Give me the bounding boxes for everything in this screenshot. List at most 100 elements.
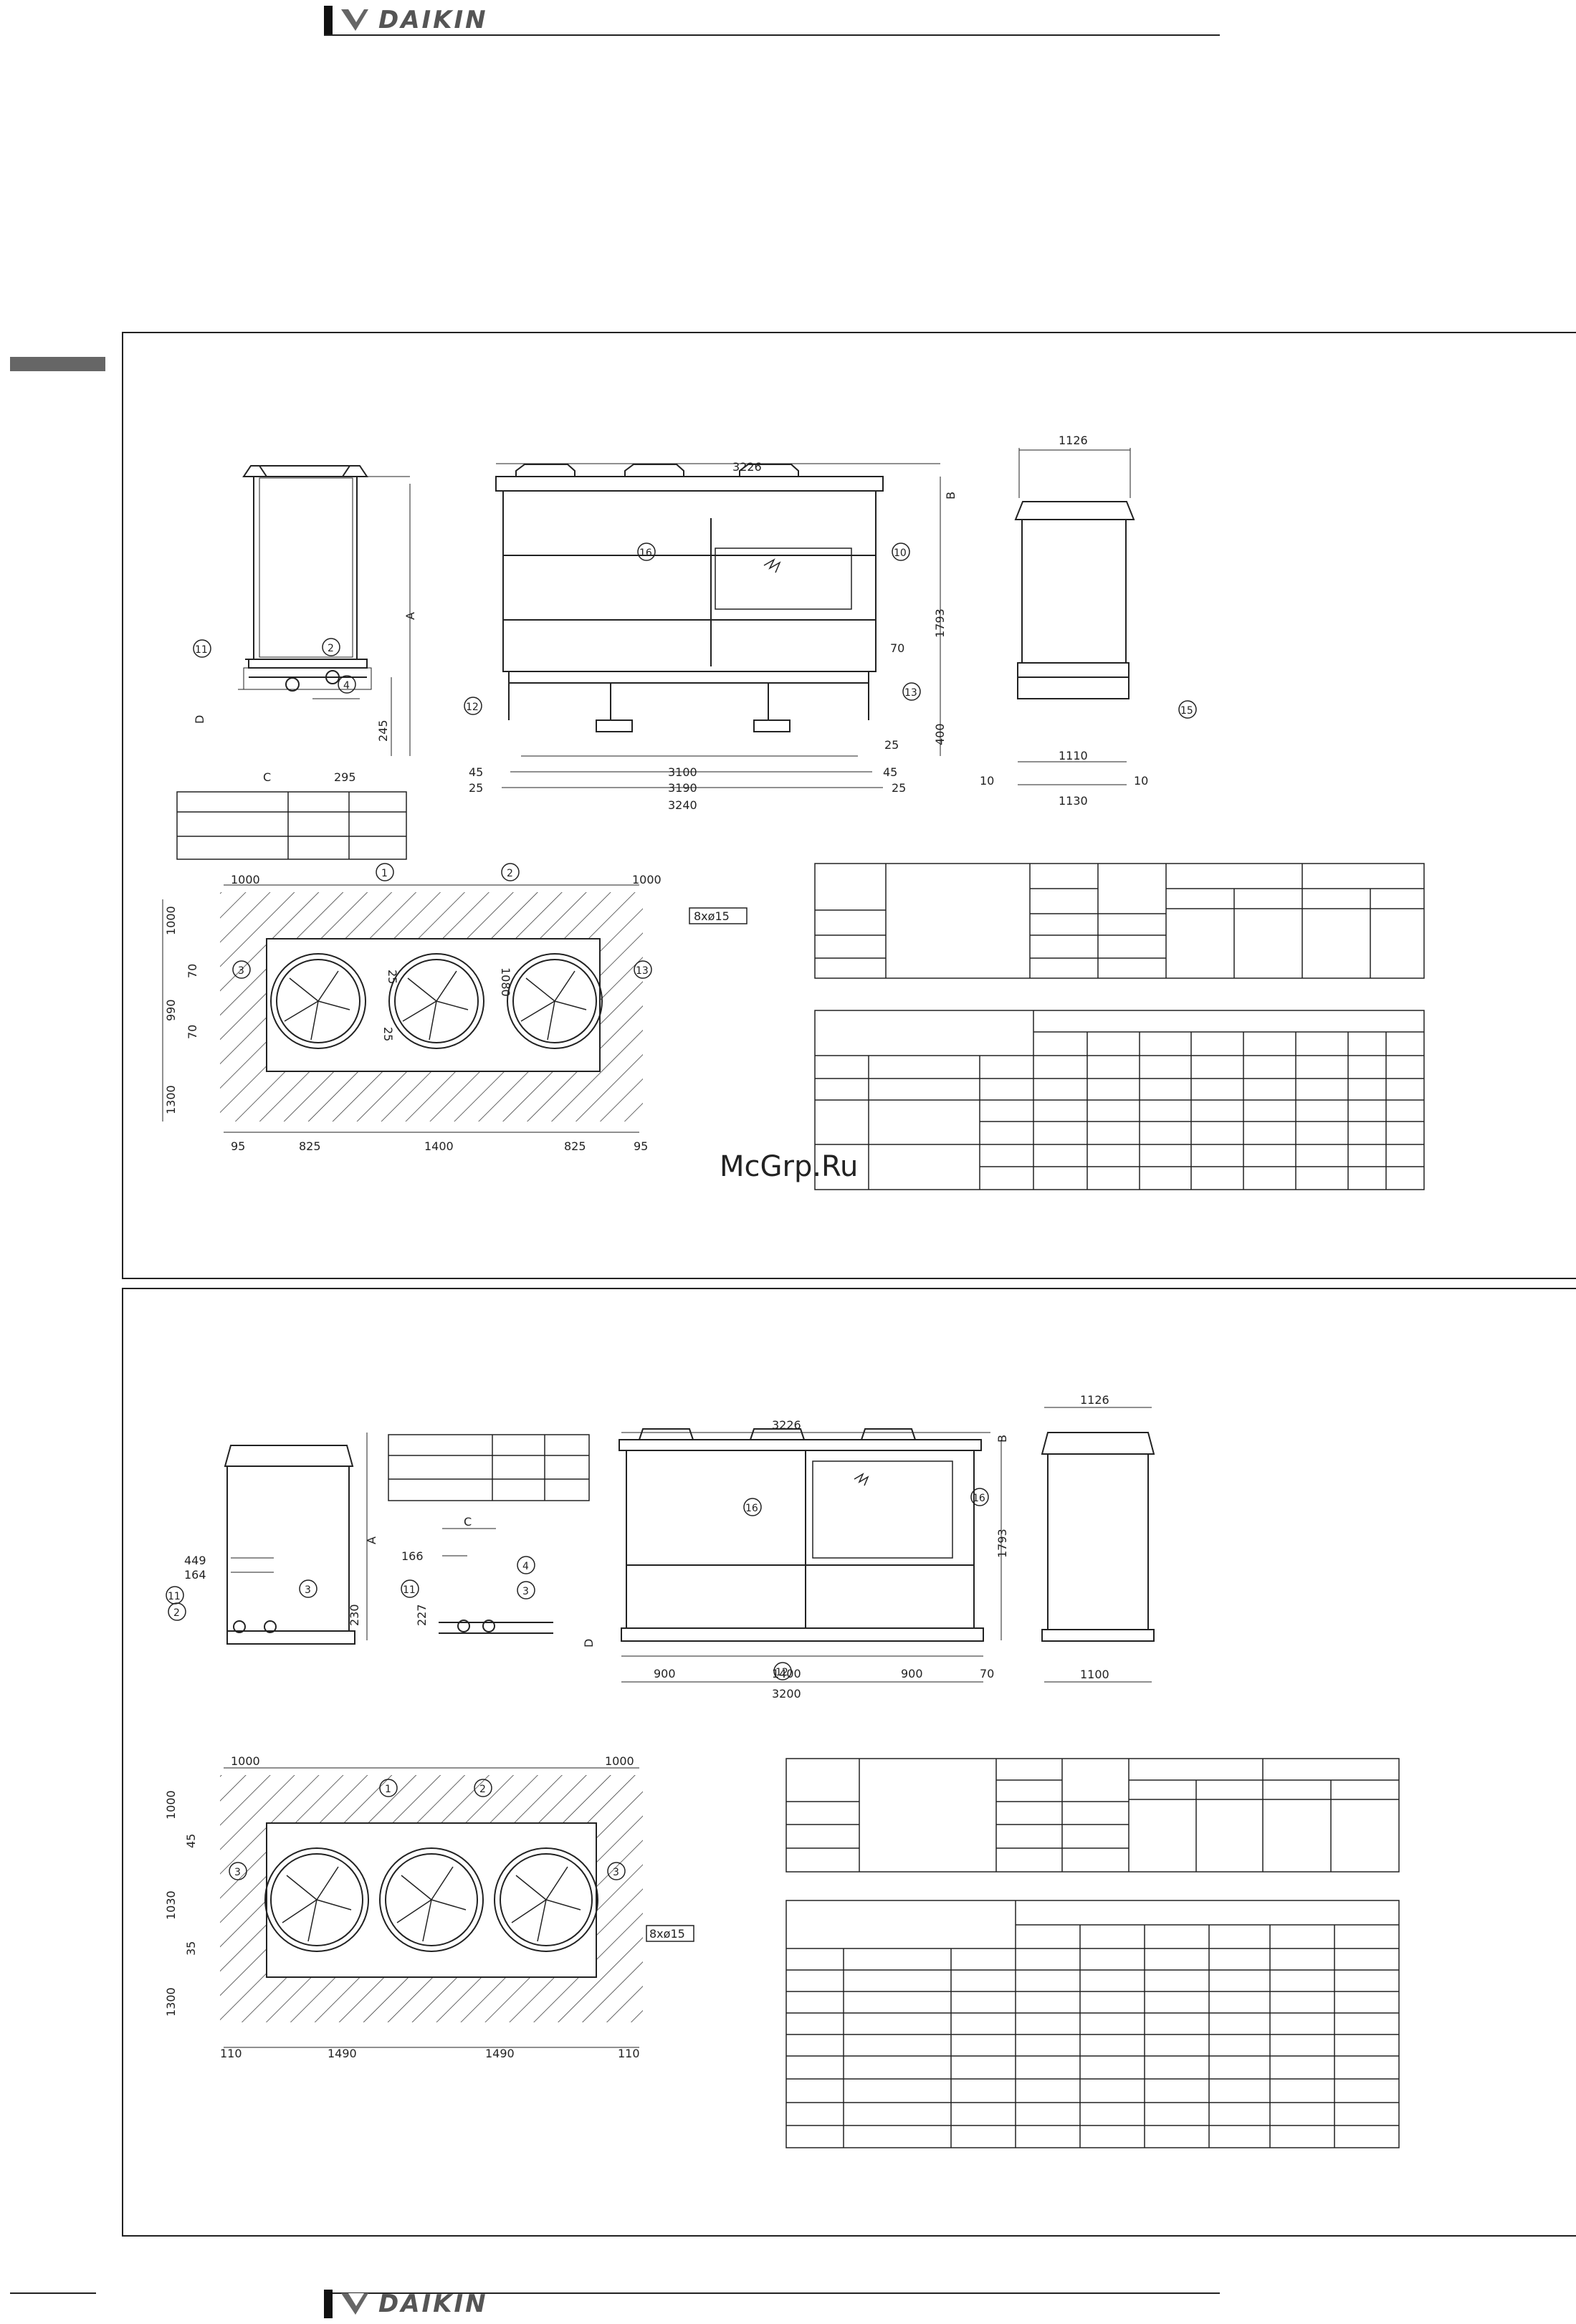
drawing-panel-1: A D C 295 245 3226 B 1793 400 70 25 [122,332,1576,1279]
dim-side-245: 245 [376,719,390,742]
spec-table-1b [814,1010,1425,1190]
dim2-plan-v45: 45 [184,1834,198,1848]
callout2-3: 3 [305,1584,311,1596]
dim2-plan-v1030: 1030 [164,1890,178,1920]
watermark: McGrp.Ru [720,1150,859,1183]
spec-table-2a [785,1758,1400,1873]
front-view-2 [619,1428,1002,1683]
dim2-front-900b: 900 [901,1667,923,1680]
callout-16: 16 [639,547,652,559]
dim-plan-v25a: 25 [386,970,399,984]
dim-plan-v990: 990 [164,999,178,1021]
dim2-front-900a: 900 [654,1667,676,1680]
callout2-1: 1 [385,1784,391,1795]
callout2-16: 16 [745,1503,758,1514]
drawing-2-svg: A 449 164 230 C 166 227 D 3226 B 1793 [164,1393,1400,2148]
callout-1: 1 [381,868,388,879]
dim2-166: 166 [401,1549,424,1563]
side-view-2 [224,1433,368,1645]
dim2-plan-v1300: 1300 [164,1987,178,2017]
plan-view-2 [220,1767,643,2048]
dim-front-b: B [944,492,957,499]
side-table-2 [388,1434,590,1501]
holes-note-box-1 [689,907,748,924]
callout-2: 2 [328,643,334,654]
dim-plan-v1000: 1000 [164,906,178,935]
dim-front-70: 70 [890,641,904,655]
dim2-front-1400: 1400 [772,1667,801,1680]
logo-bar-footer [324,2290,333,2318]
dim-front-45a: 45 [469,765,483,779]
section-tab [10,357,105,371]
drawing-panel-2: A 449 164 230 C 166 227 D 3226 B 1793 [122,1288,1576,2237]
dim-front-3240: 3240 [668,798,697,812]
callout2-3b: 3 [522,1586,529,1597]
callout2-3d: 3 [613,1867,619,1878]
dim-front-400: 400 [933,723,947,745]
dim-plan-1400: 1400 [424,1139,454,1153]
dim2-plan-holes: 8xø15 [649,1927,685,1941]
dim2-side-230: 230 [348,1604,361,1626]
callout-15: 15 [1180,705,1193,717]
dim-side-c: C [263,770,271,784]
callout2-2b: 2 [479,1784,486,1795]
dim-front-3226: 3226 [732,460,762,474]
dim2-side-a: A [365,1536,378,1544]
dim-plan-v1080: 1080 [499,967,512,997]
callout-2b: 2 [507,868,513,879]
connection-detail-2 [439,1528,553,1634]
callout2-16b: 16 [973,1493,985,1504]
holes-note-box-2 [646,1925,694,1942]
spec-table-2b [785,1900,1400,2148]
dim-front-25: 25 [884,738,899,752]
dim2-plan-v35: 35 [184,1941,198,1956]
dim-plan-v1300: 1300 [164,1085,178,1114]
callout2-3c: 3 [234,1867,241,1878]
dim-right-10a: 10 [980,774,994,788]
plan-view-1 [162,884,643,1133]
dim2-plan-1000a: 1000 [231,1754,260,1768]
dim-side-d: D [193,715,206,724]
callout-12: 12 [466,702,479,713]
dim-right-10b: 10 [1134,774,1148,788]
callout2-4: 4 [522,1561,529,1572]
dim2-c: C [464,1515,472,1529]
brand-name: DAIKIN [378,6,488,34]
dim2-front-b: B [995,1435,1009,1443]
dim2-plan-1490b: 1490 [485,2047,515,2060]
dim-side-a: A [403,612,417,620]
dim2-plan-v1000: 1000 [164,1790,178,1819]
dim-plan-1000a: 1000 [231,873,260,886]
dim2-227: 227 [415,1604,429,1626]
brand-name-footer: DAIKIN [378,2290,488,2318]
dim2-side-164: 164 [184,1568,206,1582]
side-table-1 [176,791,407,860]
dim2-side-449: 449 [184,1554,206,1567]
dim-right-1130: 1130 [1059,794,1088,808]
dim2-plan-1490a: 1490 [328,2047,357,2060]
callouts-1 [193,542,1197,979]
right-view-1 [1014,448,1135,785]
dim-right-1110: 1110 [1059,749,1088,762]
dim-front-1793: 1793 [933,608,947,638]
callout-13b: 13 [636,965,649,977]
callout-11: 11 [195,644,208,656]
dim-plan-holes: 8xø15 [694,909,730,923]
callout-4: 4 [343,680,350,692]
drawing-1-svg: A D C 295 245 3226 B 1793 400 70 25 [162,434,1425,1190]
dim-front-3100: 3100 [668,765,697,779]
dim-right-1126: 1126 [1059,434,1088,447]
dim-plan-v70a: 70 [186,964,199,978]
callout-3a: 3 [238,965,244,977]
header-rule [324,34,1220,36]
front-view-1 [495,463,941,788]
right-view-2 [1041,1407,1155,1683]
dim-plan-1000b: 1000 [632,873,662,886]
callout2-2: 2 [173,1607,180,1619]
dim2-right-1126: 1126 [1080,1393,1109,1407]
dim2-d: D [582,1639,596,1648]
dim-plan-v70b: 70 [186,1025,199,1039]
dim-plan-825b: 825 [564,1139,586,1153]
callout2-12: 12 [775,1667,788,1678]
dim2-front-1793: 1793 [995,1529,1009,1558]
